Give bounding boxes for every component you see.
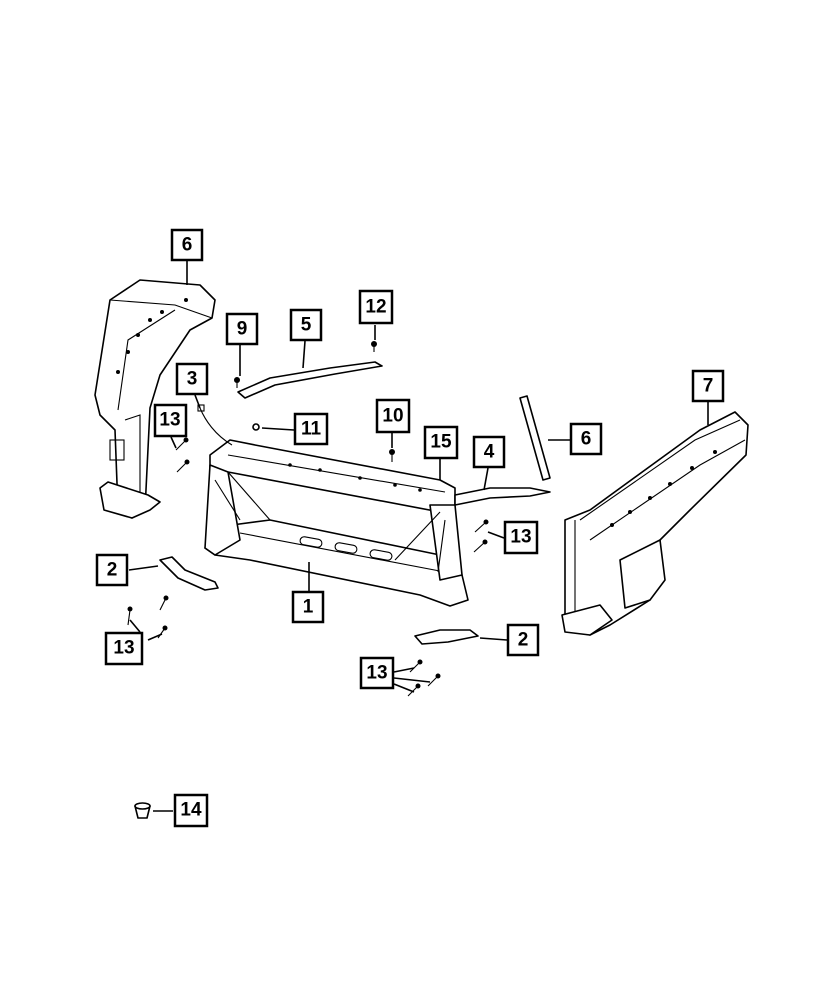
- callout-5: 5: [289, 308, 323, 342]
- callout-7-label: 6: [182, 235, 193, 256]
- callout-10-label: 10: [382, 406, 403, 427]
- callout-9: 9: [225, 312, 259, 346]
- bolts-13-right-mid-icon: [473, 519, 489, 553]
- callout-1: 1: [291, 590, 325, 624]
- callout-3-label: 3: [187, 369, 198, 390]
- bolts-13-bottom-icon: [407, 659, 441, 697]
- callout-8-label: 7: [703, 376, 714, 397]
- bracket-4: [454, 487, 551, 506]
- callout-15: 15: [423, 425, 459, 460]
- bolts-13-left-upper-icon: [175, 437, 190, 473]
- callout-14: 14: [173, 793, 209, 828]
- callout-13-lower-left: 13: [104, 631, 144, 666]
- callout-2-left: 2: [95, 553, 129, 587]
- callout-4-label: 4: [484, 442, 495, 463]
- callout-10: 10: [375, 398, 411, 434]
- leader-lines: [128, 261, 709, 812]
- callout-13-upper-left: 13: [153, 403, 188, 438]
- callout-2-left-label: 2: [107, 560, 118, 581]
- callout-11-label: 11: [301, 419, 322, 440]
- bolts-13-left-lower-icon: [127, 595, 169, 639]
- callout-12-label: 12: [365, 297, 386, 318]
- callout-13-bottom-label: 13: [366, 663, 387, 684]
- callout-9-label: 9: [237, 319, 248, 340]
- callout-4: 4: [472, 435, 506, 469]
- callout-13-bottom: 13: [359, 656, 395, 690]
- callout-15-label: 15: [430, 432, 452, 453]
- callout-8: 7: [691, 369, 725, 403]
- callout-6-label: 6: [581, 429, 592, 450]
- callout-13-upper-left-label: 13: [159, 410, 180, 431]
- brace-2-right: [414, 629, 479, 645]
- callout-13-lower-left-label: 13: [113, 638, 134, 659]
- callout-12: 12: [358, 289, 394, 325]
- brace-2-left: [159, 556, 219, 591]
- strap-6: [519, 395, 551, 481]
- bushing-14: [134, 802, 151, 819]
- callout-3: 3: [175, 362, 209, 396]
- upper-tie-bar: [237, 361, 383, 399]
- harness-3: [197, 404, 233, 446]
- nut-11-icon: [252, 423, 260, 431]
- bolt-12-icon: [371, 341, 377, 352]
- callout-7: 6: [170, 228, 204, 262]
- callout-11: 11: [293, 412, 329, 446]
- callout-5-label: 5: [301, 315, 312, 336]
- left-frame-rail: [94, 279, 216, 519]
- callout-13-right-label: 13: [510, 527, 531, 548]
- callout-1-label: 1: [303, 597, 314, 618]
- callout-2-right-label: 2: [518, 630, 529, 651]
- callout-13-right: 13: [503, 520, 539, 555]
- front-crossmember: [204, 439, 469, 607]
- callout-6: 6: [569, 422, 603, 456]
- bolt-10-icon: [389, 449, 395, 462]
- bolt-9-icon: [234, 377, 240, 388]
- callout-2-right: 2: [506, 623, 540, 657]
- right-frame-rail: [561, 411, 749, 636]
- callout-14-label: 14: [180, 800, 202, 821]
